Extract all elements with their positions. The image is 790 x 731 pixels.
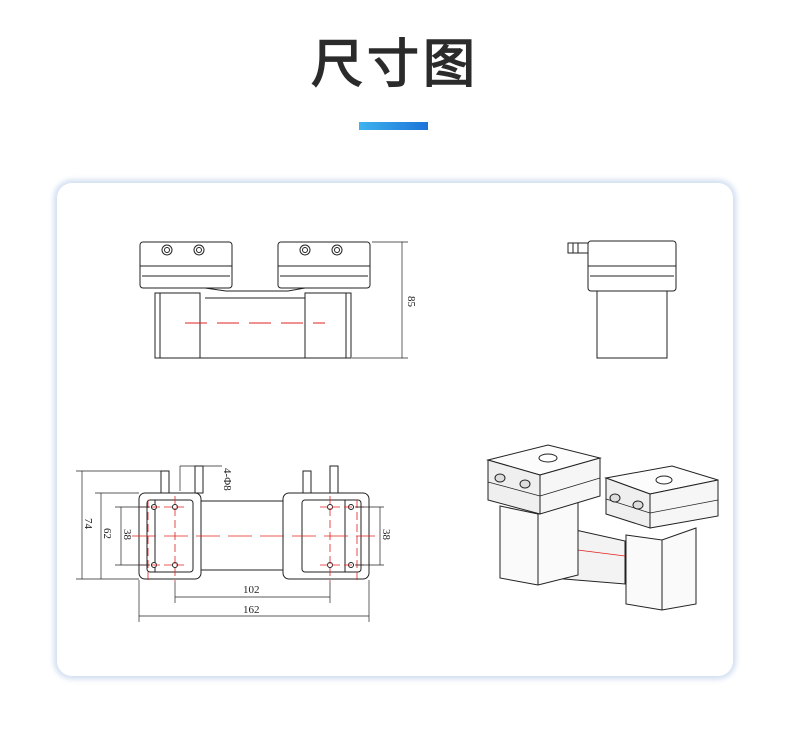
dim-inlet-note: 4-Φ8 [221, 468, 233, 491]
top-view [138, 465, 370, 580]
dim-overall-height-74: 74 [82, 518, 94, 530]
title-underline [359, 122, 428, 130]
dim-height-85: 85 [405, 296, 417, 308]
top-view-dimensions [76, 465, 384, 622]
dim-hole-spacing-102: 102 [243, 584, 260, 596]
front-view [139, 241, 408, 359]
dim-body-height-38-left: 38 [121, 529, 133, 541]
side-view [567, 240, 677, 359]
dim-body-height-38-right: 38 [380, 529, 392, 541]
isometric-view [486, 444, 719, 611]
page-title: 尺寸图 [310, 35, 479, 95]
dim-mount-height-62: 62 [101, 528, 113, 539]
iso-nozzles [494, 473, 644, 510]
dim-overall-length-162: 162 [243, 604, 260, 616]
